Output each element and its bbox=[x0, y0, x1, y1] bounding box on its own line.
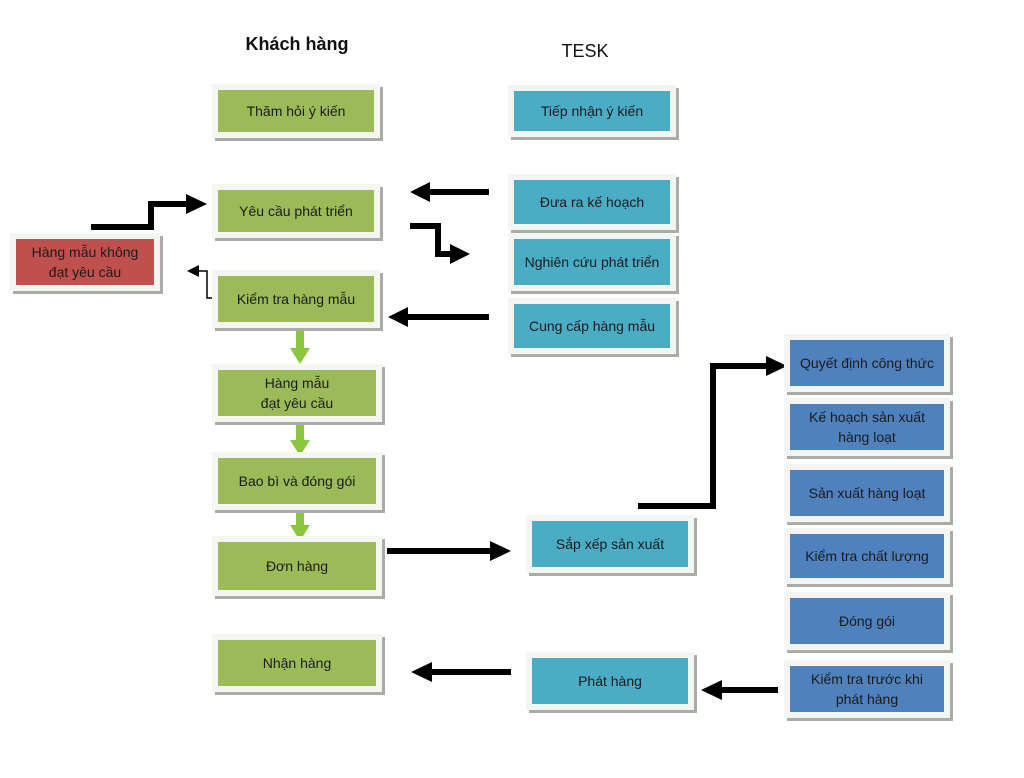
step-label: Thăm hỏi ý kiến bbox=[218, 90, 374, 132]
arrow-check-to-pass bbox=[290, 330, 310, 364]
arrow-rejected-to-request bbox=[91, 201, 188, 230]
step-label: Kiểm tra chất lượng bbox=[790, 534, 944, 578]
step-label: Nhận hàng bbox=[218, 640, 376, 686]
step-label: Quyết định công thức bbox=[790, 340, 944, 386]
step-label: Kế hoạch sản xuất hàng loạt bbox=[790, 404, 944, 450]
step-label: Đóng gói bbox=[790, 598, 944, 644]
step-label: Kiểm tra hàng mẫu bbox=[218, 276, 374, 322]
step-label: Cung cấp hàng mẫu bbox=[514, 304, 670, 348]
step-pre-shipment-check[interactable]: Kiểm tra trước khi phát hàng bbox=[784, 660, 950, 718]
step-provide-samples[interactable]: Cung cấp hàng mẫu bbox=[508, 298, 676, 354]
step-label: Bao bì và đóng gói bbox=[218, 458, 376, 504]
step-rejected-sample[interactable]: Hàng mẫu không đạt yêu cầu bbox=[10, 233, 160, 291]
step-label: Yêu cầu phát triển bbox=[218, 190, 374, 232]
step-arrange-production[interactable]: Sắp xếp sản xuất bbox=[526, 515, 694, 573]
step-consult-opinion[interactable]: Thăm hỏi ý kiến bbox=[212, 84, 380, 138]
step-quality-check[interactable]: Kiểm tra chất lượng bbox=[784, 528, 950, 584]
step-mass-production-plan[interactable]: Kế hoạch sản xuất hàng loạt bbox=[784, 398, 950, 456]
step-label: Hàng mẫu đạt yêu cầu bbox=[218, 370, 376, 416]
arrow-to-research bbox=[410, 223, 452, 257]
step-order[interactable]: Đơn hàng bbox=[212, 536, 382, 596]
step-check-sample[interactable]: Kiểm tra hàng mẫu bbox=[212, 270, 380, 328]
arrow-pass-to-packaging bbox=[290, 420, 310, 456]
step-mass-production[interactable]: Sản xuất hàng loạt bbox=[784, 464, 950, 522]
step-ship-goods[interactable]: Phát hàng bbox=[526, 652, 694, 710]
step-label: Nghiên cứu phát triển bbox=[514, 239, 670, 285]
step-label: Hàng mẫu không đạt yêu cầu bbox=[16, 239, 154, 285]
step-packing[interactable]: Đóng gói bbox=[784, 592, 950, 650]
arrow-arrange-to-formula bbox=[638, 363, 768, 509]
company-column-title: TESK bbox=[561, 41, 609, 61]
step-receive-goods[interactable]: Nhận hàng bbox=[212, 634, 382, 692]
step-label: Kiểm tra trước khi phát hàng bbox=[790, 666, 944, 712]
step-decide-formula[interactable]: Quyết định công thức bbox=[784, 334, 950, 392]
step-development-request[interactable]: Yêu cầu phát triển bbox=[212, 184, 380, 238]
step-label: Đưa ra kế hoạch bbox=[514, 180, 670, 224]
step-make-plan[interactable]: Đưa ra kế hoạch bbox=[508, 174, 676, 230]
step-sample-passed[interactable]: Hàng mẫu đạt yêu cầu bbox=[212, 364, 382, 422]
customer-column-title: Khách hàng bbox=[245, 34, 349, 54]
step-packaging[interactable]: Bao bì và đóng gói bbox=[212, 452, 382, 510]
step-label: Sắp xếp sản xuất bbox=[532, 521, 688, 567]
step-label: Đơn hàng bbox=[218, 542, 376, 590]
step-label: Tiếp nhận ý kiến bbox=[514, 91, 670, 131]
step-research-development[interactable]: Nghiên cứu phát triển bbox=[508, 233, 676, 291]
step-label: Sản xuất hàng loạt bbox=[790, 470, 944, 516]
step-label: Phát hàng bbox=[532, 658, 688, 704]
step-receive-opinion[interactable]: Tiếp nhận ý kiến bbox=[508, 85, 676, 137]
